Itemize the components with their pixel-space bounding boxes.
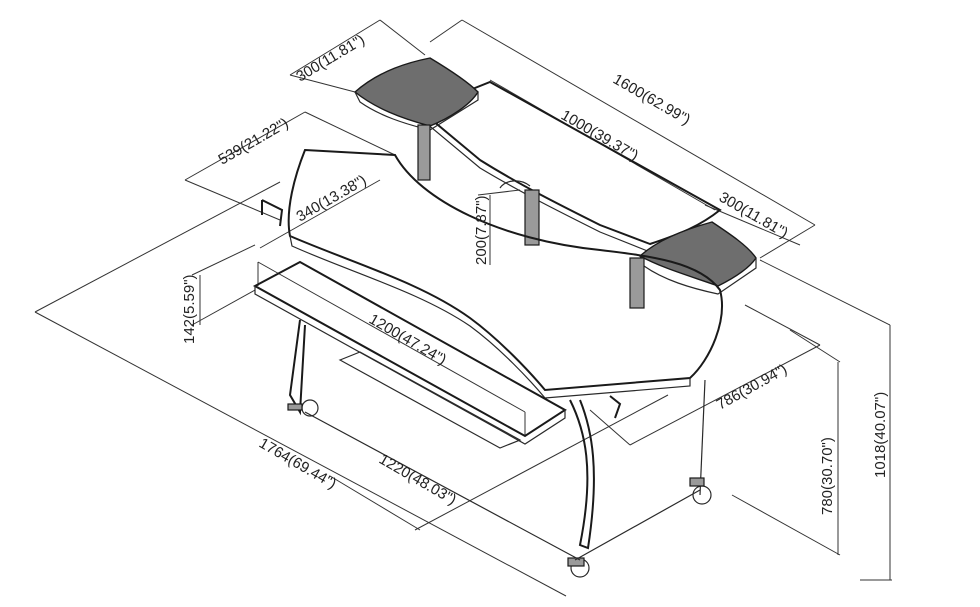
label-desk-depth: 786(30.94") <box>714 361 790 414</box>
main-desktop <box>287 148 723 392</box>
label-total-length: 1764(69.44") <box>256 435 339 493</box>
headphone-hook-right <box>609 395 622 419</box>
riser-mid <box>524 189 540 246</box>
label-side-width-top: 300(11.81") <box>293 31 368 85</box>
label-base-width: 1220(48.03") <box>376 451 459 509</box>
label-top-depth: 539(21.22") <box>216 115 292 169</box>
label-middle-width: 1000(39.37") <box>558 107 641 165</box>
upper-shelf <box>418 80 722 246</box>
left-leg <box>288 319 306 416</box>
label-keyboard-height: 142(5.59") <box>181 274 198 344</box>
right-speaker-pad <box>638 221 757 287</box>
left-speaker-pad <box>353 57 479 127</box>
label-riser-height: 200(7.87") <box>473 195 490 265</box>
desk-drawing <box>252 57 757 578</box>
label-desk-height: 780(30.70") <box>819 437 836 515</box>
label-total-height: 1018(40.07") <box>872 392 889 478</box>
label-total-width: 1600(62.99") <box>610 71 693 129</box>
riser-left-back <box>417 124 431 181</box>
dimension-labels: 300(11.81") 1600(62.99") 1000(39.37") 30… <box>181 31 889 515</box>
label-inner-depth: 340(13.38") <box>294 172 370 226</box>
dimension-lines <box>34 19 892 597</box>
label-keyboard-width: 1200(47.24") <box>366 311 449 369</box>
headphone-hook-left <box>261 199 284 227</box>
caster-back-right <box>692 485 712 505</box>
front-right-leg <box>569 399 595 550</box>
lower-shelf <box>338 351 522 449</box>
caster-left-front <box>301 399 319 417</box>
riser-right <box>629 257 645 309</box>
